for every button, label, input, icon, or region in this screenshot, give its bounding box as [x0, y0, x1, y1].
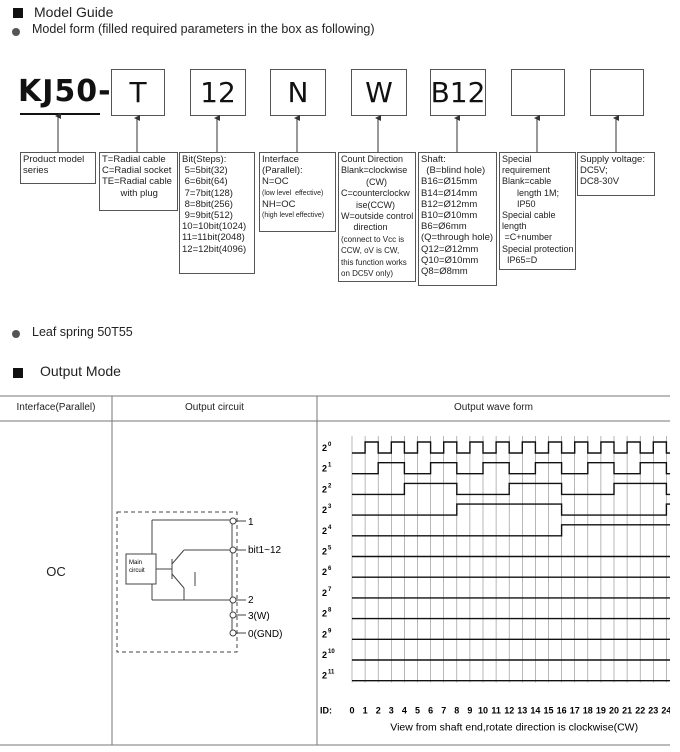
- id-value: 16: [557, 705, 567, 715]
- id-value: 13: [517, 705, 527, 715]
- terminal-label-bits: bit1~12: [248, 545, 282, 556]
- code-box-direction: W: [351, 69, 407, 116]
- bullet-dot-icon: [12, 28, 20, 36]
- id-value: 11: [491, 705, 501, 715]
- bit-waveform: [352, 462, 670, 475]
- bit-exponent: 3: [328, 504, 332, 510]
- bit-exponent: 6: [328, 566, 332, 572]
- id-value: 7: [441, 705, 446, 715]
- bit-label: 2: [322, 484, 327, 494]
- bit-label: 2: [322, 629, 327, 639]
- bit-label: 2: [322, 505, 327, 515]
- section-bullet-icon: [13, 8, 23, 18]
- leaf-spring-text: Leaf spring 50T55: [32, 325, 133, 339]
- bit-waveform: [352, 503, 670, 516]
- code-box-cable: T: [111, 69, 165, 116]
- code-box-interface: N: [270, 69, 326, 116]
- id-value: 3: [389, 705, 394, 715]
- id-value: 21: [622, 705, 632, 715]
- id-value: 6: [428, 705, 433, 715]
- interface-value: OC: [46, 564, 66, 579]
- main-circuit-label: Main: [129, 560, 142, 566]
- id-value: 9: [467, 705, 472, 715]
- bit-label: 2: [322, 526, 327, 536]
- bit-label: 2: [322, 464, 327, 474]
- bit-waveform: [352, 524, 670, 537]
- bit-exponent: 4: [328, 525, 332, 531]
- id-value: 8: [454, 705, 459, 715]
- terminal-label-1: 1: [248, 517, 254, 528]
- output-circuit-diagram: Main circuit 1 bit1~12 2 3(W) 0(GND): [116, 511, 282, 653]
- id-value: 23: [648, 705, 658, 715]
- terminal-label-3w: 3(W): [248, 611, 270, 622]
- desc-supply: Supply voltage:DC5V;DC8-30V: [577, 152, 655, 196]
- id-value: 1: [363, 705, 368, 715]
- bit-label: 2: [322, 443, 327, 453]
- id-label: ID:: [320, 705, 332, 715]
- id-value: 15: [543, 705, 553, 715]
- id-value: 19: [596, 705, 606, 715]
- bit-label: 2: [322, 671, 327, 681]
- id-value: 22: [635, 705, 645, 715]
- model-guide-subtitle: Model form (filled required parameters i…: [32, 22, 375, 36]
- bit-exponent: 0: [328, 442, 332, 448]
- id-value: 10: [478, 705, 488, 715]
- id-value: 20: [609, 705, 619, 715]
- desc-interface: Interface(Parallel):N=OC(low level effec…: [259, 152, 336, 232]
- bit-exponent: 1: [328, 463, 332, 469]
- bit-waveform: [352, 441, 670, 454]
- bit-label: 2: [322, 588, 327, 598]
- header-output-wave: Output wave form: [454, 402, 533, 413]
- bit-exponent: 5: [328, 546, 332, 552]
- header-interface: Interface(Parallel): [16, 402, 96, 413]
- id-value: 4: [402, 705, 407, 715]
- id-value: 18: [583, 705, 593, 715]
- bit-exponent: 10: [328, 649, 335, 655]
- bit-exponent: 11: [328, 670, 335, 676]
- bit-label: 2: [322, 547, 327, 557]
- bit-exponent: 8: [328, 608, 332, 614]
- main-circuit-label: circuit: [129, 568, 145, 574]
- bit-exponent: 2: [328, 483, 332, 489]
- code-box-shaft: B12: [430, 69, 486, 116]
- terminal-label-gnd: 0(GND): [248, 629, 282, 640]
- connector-arrows: [55, 113, 619, 152]
- id-value: 0: [349, 705, 354, 715]
- output-table: [0, 395, 670, 746]
- terminal-label-2: 2: [248, 595, 254, 606]
- bit-label: 2: [322, 609, 327, 619]
- output-mode-title: Output Mode: [40, 363, 121, 379]
- code-box-special: [511, 69, 565, 116]
- bit-exponent: 9: [328, 628, 332, 634]
- header-output-circuit: Output circuit: [185, 402, 244, 413]
- wave-caption: View from shaft end,rotate direction is …: [390, 721, 638, 733]
- id-value: 12: [504, 705, 514, 715]
- code-box-bits: 12: [190, 69, 246, 116]
- model-prefix: KJ50-: [18, 74, 112, 109]
- bit-label: 2: [322, 650, 327, 660]
- id-value: 14: [530, 705, 540, 715]
- bullet-dot-icon: [12, 330, 20, 338]
- id-value: 17: [570, 705, 580, 715]
- id-value: 5: [415, 705, 420, 715]
- bit-exponent: 7: [328, 587, 332, 593]
- desc-bits: Bit(Steps): 5=5bit(32) 6=6bit(64) 7=7bit…: [179, 152, 255, 274]
- bit-waveform: [352, 482, 670, 496]
- bit-label: 2: [322, 567, 327, 577]
- id-value: 2: [376, 705, 381, 715]
- id-value: 24: [661, 705, 670, 715]
- section-bullet-icon: [13, 368, 23, 378]
- model-guide-title: Model Guide: [34, 4, 114, 20]
- code-box-supply: [590, 69, 644, 116]
